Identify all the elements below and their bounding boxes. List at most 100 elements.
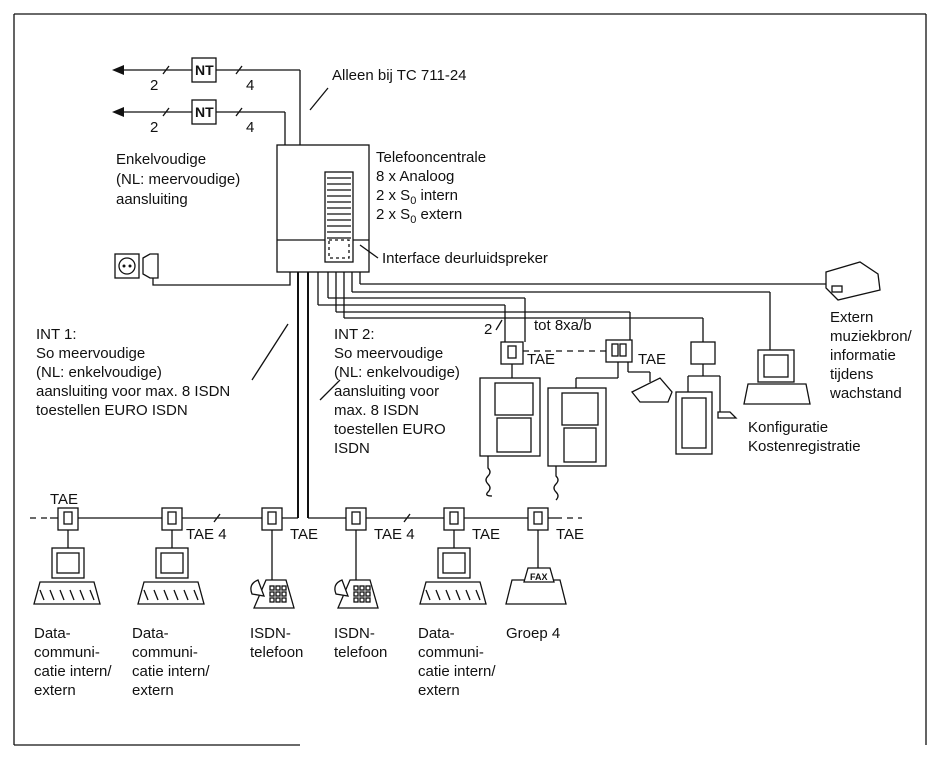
int1-pointer xyxy=(251,323,289,381)
music-source xyxy=(825,261,881,301)
exchange-analog: 8 x Analoog xyxy=(376,168,454,185)
single-conn-line-3: aansluiting xyxy=(116,191,188,208)
data-terminal-1-key xyxy=(39,589,45,601)
isdn-phone-1-key xyxy=(275,585,281,591)
rack-slots xyxy=(327,177,351,239)
data-terminal-2-key xyxy=(183,589,189,601)
extern-line-2: muziekbron/ xyxy=(830,328,913,345)
data-terminal-3-screen xyxy=(442,552,466,574)
dev5-line-3: catie intern/ xyxy=(418,663,496,680)
isdn-phone-1-key xyxy=(275,597,281,603)
int1-line-4: aansluiting voor max. 8 ISDN xyxy=(36,383,230,400)
data-terminal-1-screen xyxy=(56,552,80,574)
exchange-card-rack xyxy=(324,171,354,263)
data-terminal-2-key xyxy=(153,589,159,601)
isdn-phone-2-key xyxy=(353,585,359,591)
int2-line-4: aansluiting voor xyxy=(334,383,439,400)
dev1-line-4: extern xyxy=(34,682,76,699)
tae-socket-bus-6-port xyxy=(533,511,543,525)
doorspeaker-label: Interface deurluidspreker xyxy=(382,250,548,267)
wire-count-4a: 4 xyxy=(246,77,254,94)
isdn-phone-1-key xyxy=(269,597,275,603)
isdn-phone-2-key xyxy=(365,597,371,603)
single-conn-line-1: Enkelvoudige xyxy=(116,151,206,168)
int2-line-1: INT 2: xyxy=(334,326,375,343)
int1-line-1: INT 1: xyxy=(36,326,77,343)
isdn-phone-1-handset xyxy=(250,579,266,597)
extern-line-5: wachstand xyxy=(829,385,902,402)
doorspeaker-module xyxy=(328,239,350,259)
doorspeaker-pointer xyxy=(359,244,379,259)
isdn-phone-1-key xyxy=(281,597,287,603)
fax-group4-body xyxy=(505,579,567,605)
analog-socket-multi xyxy=(575,339,651,388)
data-terminal-2-screen xyxy=(160,552,184,574)
dev2-line-4: extern xyxy=(132,682,174,699)
nt-box-1 xyxy=(191,57,217,83)
isdn-phone-2-key xyxy=(359,591,365,597)
data-terminal-1-key xyxy=(69,589,75,601)
bus-sockets xyxy=(57,507,549,548)
dev5-line-2: communi- xyxy=(418,644,484,661)
config-line-2: Kostenregistratie xyxy=(748,438,861,455)
small-phone xyxy=(630,377,673,403)
int1-line-5: toestellen EURO ISDN xyxy=(36,402,188,419)
extern-line-4: tijdens xyxy=(830,366,873,383)
bus-tick-1 xyxy=(213,513,221,523)
dev4-line-1: ISDN- xyxy=(334,625,375,642)
dev1-line-2: communi- xyxy=(34,644,100,661)
int2-line-7: ISDN xyxy=(334,440,370,457)
external-line-1: NT 2 4 xyxy=(112,57,301,145)
power-socket xyxy=(114,253,291,286)
isdn-phone-1-key xyxy=(269,591,275,597)
dev2-line-3: catie intern/ xyxy=(132,663,210,680)
data-terminal-2-key xyxy=(143,589,149,601)
isdn-phone-2-key xyxy=(359,597,365,603)
int2-line-6: toestellen EURO xyxy=(334,421,446,438)
dev1-line-3: catie intern/ xyxy=(34,663,112,680)
bus-tae-label-3: TAE xyxy=(290,526,318,543)
tae-socket-bus-5-port xyxy=(449,511,459,525)
data-terminal-3-key xyxy=(435,589,441,601)
isdn-phone-2-key xyxy=(365,591,371,597)
dev5-line-1: Data- xyxy=(418,625,455,642)
bus-devices: FAX xyxy=(33,547,567,609)
data-terminal-3-key xyxy=(425,589,431,601)
nt-label-1: NT xyxy=(195,62,214,78)
data-terminal-3-key xyxy=(455,589,461,601)
isdn-phone-2 xyxy=(334,548,379,609)
bus-tae-label-1: TAE xyxy=(50,491,78,508)
isdn-phone-2-key xyxy=(365,585,371,591)
data-terminal-3-key xyxy=(445,589,451,601)
bus-tae-label-4: TAE 4 xyxy=(374,526,415,543)
dev3-line-2: telefoon xyxy=(250,644,303,661)
tae-label-analog-1: TAE xyxy=(527,351,555,368)
exchange-s0-extern: 2 x S0 extern xyxy=(376,206,462,226)
isdn-phone-1-key xyxy=(275,591,281,597)
int1-line-3: (NL: enkelvoudige) xyxy=(36,364,162,381)
isdn-phone-2-key xyxy=(353,591,359,597)
data-terminal-3-key xyxy=(465,589,471,601)
data-terminal-1-key xyxy=(89,589,95,601)
wire-count-2b: 2 xyxy=(150,119,158,136)
bus-tae-label-2: TAE 4 xyxy=(186,526,227,543)
external-line-2: NT 2 4 xyxy=(112,99,286,145)
wire-count-4b: 4 xyxy=(246,119,254,136)
tae-socket-bus-3-port xyxy=(267,511,277,525)
tae-socket-bus-4-port xyxy=(351,511,361,525)
isdn-phone-1 xyxy=(250,548,295,609)
data-terminal-1-key xyxy=(49,589,55,601)
telephone-exchange xyxy=(276,144,370,273)
isdn-phone-1-key xyxy=(269,585,275,591)
fax-group4-paper xyxy=(523,567,555,583)
extern-line-3: informatie xyxy=(830,347,896,364)
data-terminal-1 xyxy=(33,547,101,605)
bus-tae-label-5: TAE xyxy=(472,526,500,543)
bus-tae-label-6: TAE xyxy=(556,526,584,543)
tae-label-analog-2: TAE xyxy=(638,351,666,368)
analog-max-label: tot 8xa/b xyxy=(534,317,592,334)
data-terminal-1-keyboard xyxy=(33,581,101,605)
analog-phone-1 xyxy=(479,341,541,497)
data-terminal-3 xyxy=(419,547,487,605)
int2-pointer xyxy=(319,379,341,401)
